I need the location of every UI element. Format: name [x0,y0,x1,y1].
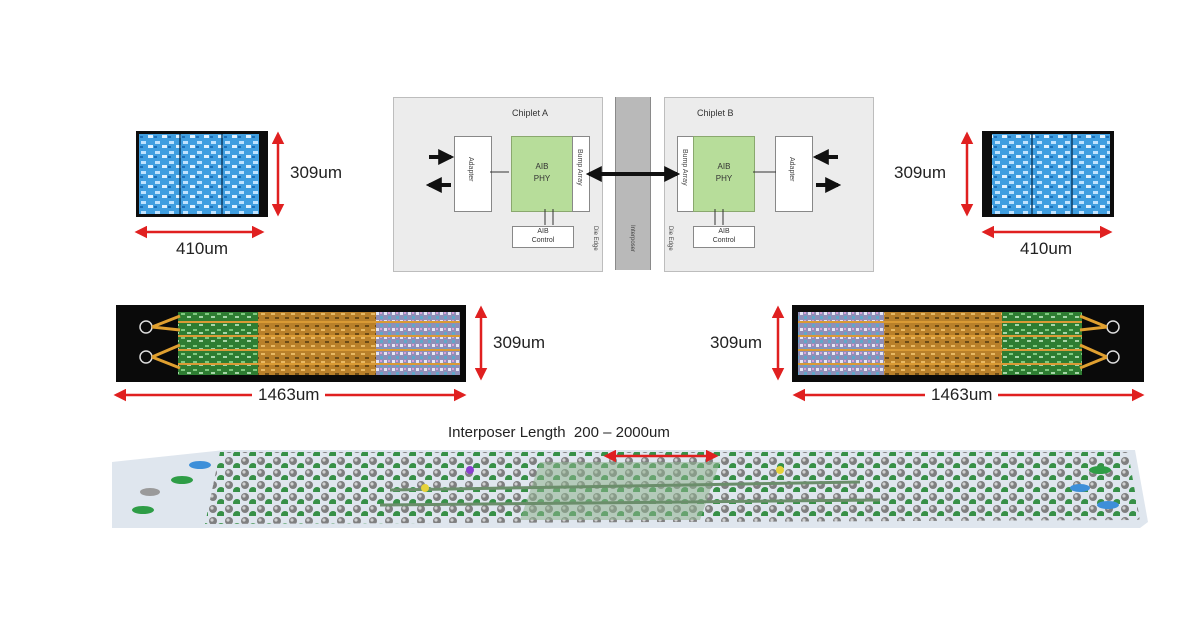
width-label-layout-left: 1463um [252,385,326,405]
chiplet-a-aib-control: AIB Control [512,226,574,248]
chiplet-b-aib-phy: AIB PHY [693,136,755,212]
width-label-layout-right: 1463um [925,385,999,405]
chiplet-b-title: Chiplet B [697,108,734,118]
layout-image-right [792,305,1144,382]
chiplet-block-diagram: Chiplet A Adapter AIB PHY Bump Array AIB… [393,97,874,272]
height-label-top-right: 309um [894,163,946,182]
chiplet-b-adapter: Adapter [775,136,813,212]
chiplet-a-panel: Chiplet A Adapter AIB PHY Bump Array AIB… [393,97,603,272]
interposer-3d-image [112,450,1148,528]
block-diagram-arrows [425,149,842,225]
height-label-layout-right: 309um [710,333,762,352]
chiplet-b-die-edge-label: Die Edge [667,226,673,251]
height-label-top-left: 309um [290,163,342,182]
interposer-label: Interposer [629,225,635,253]
chiplet-a-die-edge-label: Die Edge [592,226,598,251]
layout-image-left [116,305,466,382]
height-label-layout-left: 309um [493,333,545,352]
chiplet-a-adapter: Adapter [454,136,492,212]
interposer-length-label: Interposer Length 200 – 2000um [448,424,670,441]
die-image-top-left [136,131,268,217]
chiplet-b-aib-control: AIB Control [693,226,755,248]
width-label-top-left: 410um [176,239,228,258]
die-image-top-right [982,131,1114,217]
width-label-top-right: 410um [1020,239,1072,258]
chiplet-a-title: Chiplet A [512,108,549,118]
interposer-strip: Interposer [615,97,651,270]
